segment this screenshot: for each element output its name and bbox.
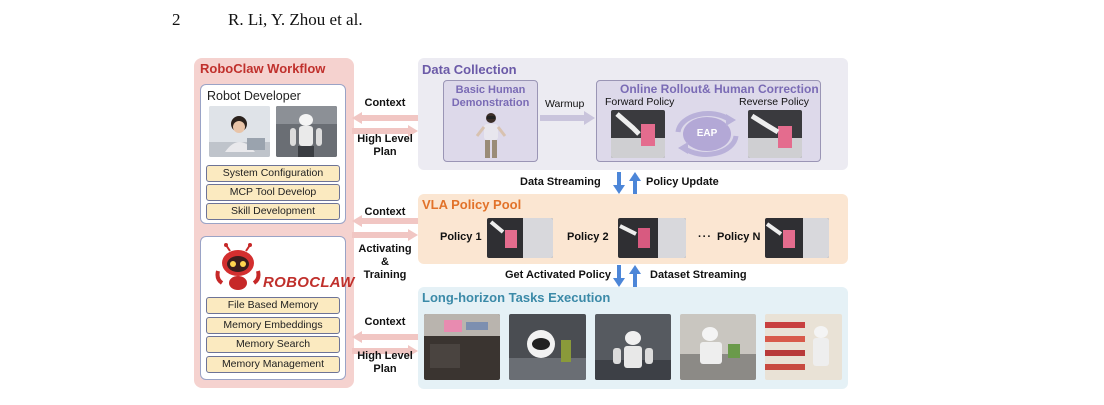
- human-demonstrator-figure: [474, 112, 508, 160]
- policy-n-label: Policy N: [717, 231, 761, 243]
- lh-plan-label-1: High Level: [357, 350, 413, 362]
- data-streaming-label: Data Streaming: [520, 176, 601, 188]
- roboclaw-mascot-icon: [214, 243, 262, 291]
- lh-plan-label-2: Plan: [373, 363, 397, 375]
- lh-plan-arrow: [352, 345, 418, 357]
- task-image-4: [680, 314, 756, 380]
- dataset-streaming-label: Dataset Streaming: [650, 269, 747, 281]
- vla-context-arrow: [352, 215, 418, 227]
- task-image-5: [765, 314, 842, 380]
- up-arrow-icon: [629, 172, 641, 194]
- vla-activate-arrow: [352, 229, 418, 241]
- workflow-title: RoboClaw Workflow: [200, 61, 326, 76]
- data-collection-title: Data Collection: [422, 62, 517, 77]
- system-configuration-item: System Configuration: [206, 165, 340, 182]
- vla-policy-pool-title: VLA Policy Pool: [422, 197, 522, 212]
- policy-2-label: Policy 2: [567, 231, 609, 243]
- skill-development-item: Skill Development: [206, 203, 340, 220]
- reverse-policy-label: Reverse Policy: [739, 96, 810, 108]
- policy-1-image: [487, 218, 553, 258]
- down-arrow-icon: [613, 172, 625, 194]
- developer-photo: [209, 106, 270, 157]
- forward-policy-label: Forward Policy: [605, 96, 675, 108]
- rollout-title: Online Rollout& Human Correction: [620, 82, 819, 96]
- policy-ellipsis: ···: [698, 231, 712, 243]
- policy-2-image: [618, 218, 686, 258]
- forward-policy-image: [611, 110, 665, 158]
- task-image-2: [509, 314, 586, 380]
- long-horizon-title: Long-horizon Tasks Execution: [422, 290, 611, 305]
- running-head: R. Li, Y. Zhou et al.: [228, 10, 363, 29]
- vla-activating-label-2: &: [381, 256, 389, 268]
- robot-photo: [276, 106, 337, 157]
- dc-plan-label-2: Plan: [373, 146, 397, 158]
- robot-developer-title: Robot Developer: [207, 89, 301, 103]
- lh-context-label: Context: [364, 316, 406, 328]
- dc-plan-arrow: [352, 125, 418, 137]
- roboclaw-logo-text: ROBOCLAW: [263, 274, 355, 291]
- policy-n-image: [765, 218, 829, 258]
- lh-context-arrow: [352, 331, 418, 343]
- get-activated-policy-label: Get Activated Policy: [505, 269, 611, 281]
- memory-search-item: Memory Search: [206, 336, 340, 353]
- file-based-memory-item: File Based Memory: [206, 297, 340, 314]
- eap-label: EAP: [696, 128, 718, 139]
- down-arrow-icon-2: [613, 265, 625, 287]
- task-image-3: [595, 314, 671, 380]
- vla-context-label: Context: [364, 206, 406, 218]
- dc-context-label: Context: [364, 97, 406, 109]
- vla-activating-label-1: Activating: [358, 243, 412, 255]
- policy-update-label: Policy Update: [646, 176, 719, 188]
- connector-arrows: [352, 112, 418, 357]
- page-number: 2: [172, 10, 181, 29]
- eap-cycle-icon: [675, 111, 739, 157]
- policy-1-label: Policy 1: [440, 231, 482, 243]
- dc-context-arrow: [352, 112, 418, 124]
- warmup-arrow: [540, 111, 595, 125]
- vla-activating-label-3: Training: [363, 269, 407, 281]
- memory-embeddings-item: Memory Embeddings: [206, 317, 340, 334]
- demo-label-1: Basic Human: [455, 84, 526, 96]
- memory-management-item: Memory Management: [206, 356, 340, 373]
- human-demonstration-box: [443, 80, 538, 162]
- dc-plan-label-1: High Level: [357, 133, 413, 145]
- task-image-1: [424, 314, 500, 380]
- warmup-label: Warmup: [545, 98, 585, 110]
- demo-label-2: Demonstration: [451, 97, 530, 109]
- reverse-policy-image: [748, 110, 802, 158]
- mcp-tool-develop-item: MCP Tool Develop: [206, 184, 340, 201]
- up-arrow-icon-2: [629, 265, 641, 287]
